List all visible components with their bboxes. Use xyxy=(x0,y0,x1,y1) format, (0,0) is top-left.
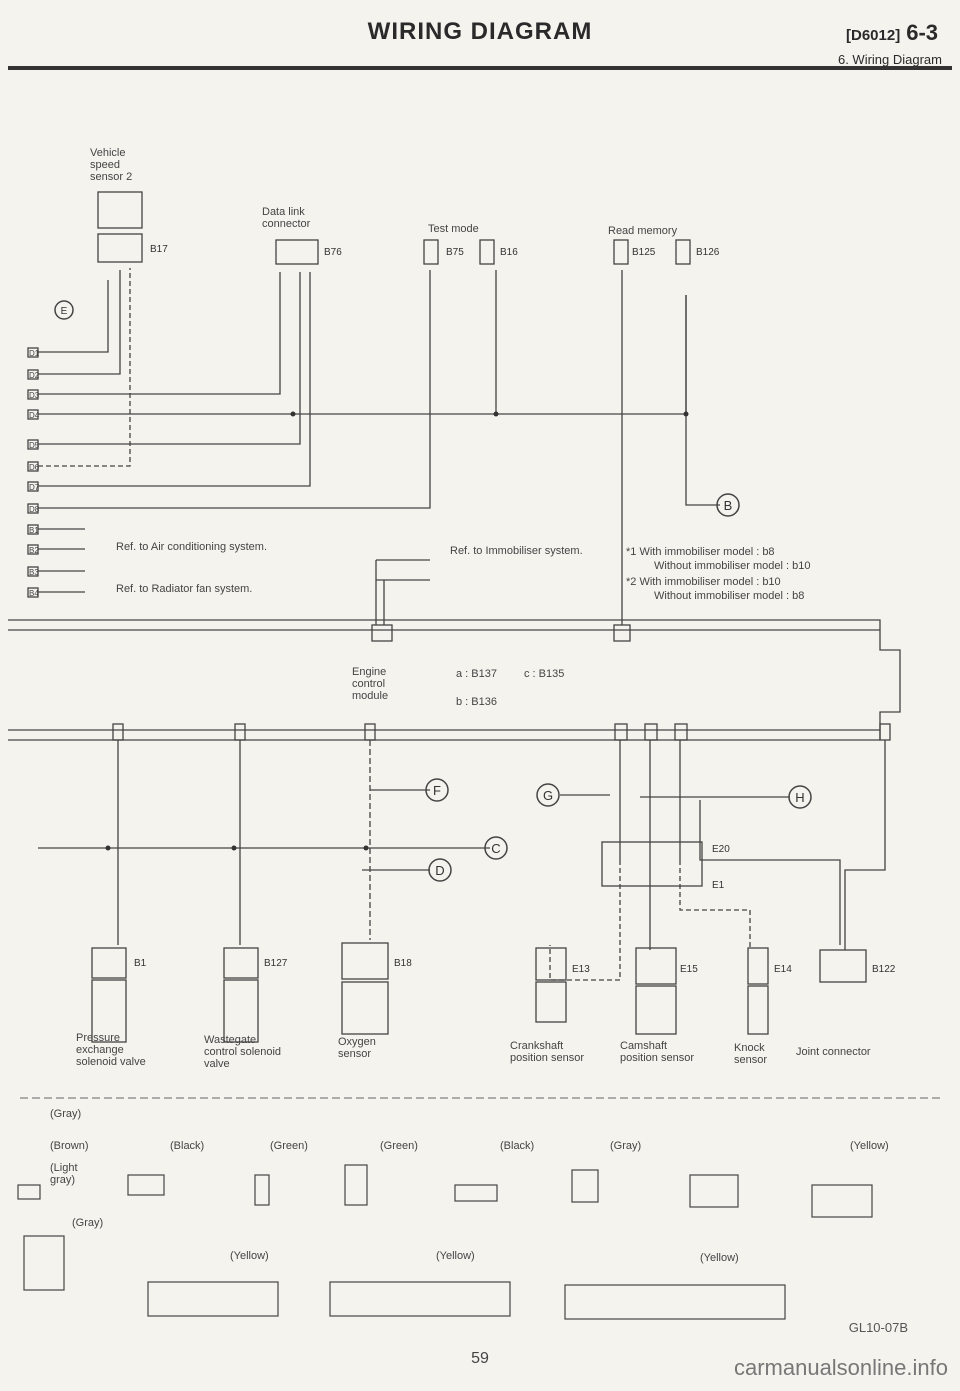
connector-id: E13 xyxy=(572,964,590,975)
connector-id: E20 xyxy=(712,844,730,855)
legend-e16: (Gray) xyxy=(50,1108,82,1120)
bubble-c: C xyxy=(491,841,500,856)
legend-b75: (Green) xyxy=(270,1140,308,1152)
side-terminals xyxy=(27,347,39,598)
side-label: D6 xyxy=(29,463,40,472)
bubble-e: E xyxy=(61,306,68,317)
connector-id: B125 xyxy=(632,247,656,258)
side-label: D8 xyxy=(29,505,40,514)
side-label: D1 xyxy=(29,349,40,358)
legend-b136: (Yellow) xyxy=(436,1250,475,1262)
legend-b17: (Black) xyxy=(500,1140,535,1152)
test-mode-label: Test mode xyxy=(428,223,479,235)
pressure-valve-label: Pressure exchange solenoid valve xyxy=(76,1032,146,1068)
page-title: WIRING DIAGRAM xyxy=(367,18,593,45)
section-code: [D6012] 6-3 xyxy=(846,20,938,46)
bubble-b: B xyxy=(724,498,733,513)
ecm-label: Engine control module xyxy=(352,666,389,702)
page-number: 59 xyxy=(471,1350,489,1367)
camshaft-sensor-label: Camshaft position sensor xyxy=(620,1040,694,1064)
note-2a: *2 With immobiliser model : b10 xyxy=(626,576,781,588)
note-1b: Without immobiliser model : b10 xyxy=(654,560,811,572)
connector-id: B126 xyxy=(696,247,720,258)
side-label: B1 xyxy=(29,526,39,535)
section-number: 6-3 xyxy=(906,20,938,45)
side-label: D5 xyxy=(29,441,40,450)
header-rule xyxy=(8,66,952,70)
side-label: D3 xyxy=(29,391,40,400)
knock-sensor-label: Knock sensor xyxy=(734,1042,768,1066)
connector-id: B17 xyxy=(150,244,168,255)
bubble-d: D xyxy=(435,863,444,878)
side-label: B4 xyxy=(29,589,39,598)
doc-code: [D6012] xyxy=(846,27,901,44)
connector-id: E14 xyxy=(774,964,792,975)
oxygen-sensor-label: Oxygen sensor xyxy=(338,1036,376,1060)
connector-id: B127 xyxy=(264,958,288,969)
connector-id: B122 xyxy=(872,964,896,975)
read-memory-label: Read memory xyxy=(608,225,678,237)
connector-id: E15 xyxy=(680,964,698,975)
legend-b127: (Black) xyxy=(170,1140,205,1152)
legend-b18: (Gray) xyxy=(610,1140,642,1152)
vehicle-speed-sensor-label: Vehicle speed sensor 2 xyxy=(90,147,133,183)
crankshaft-sensor-label: Crankshaft position sensor xyxy=(510,1040,584,1064)
legend-b76: (Green) xyxy=(380,1140,418,1152)
section-subtitle: 6. Wiring Diagram xyxy=(837,52,942,67)
ecm-connector-a: a : B137 xyxy=(456,668,497,680)
legend-b135: (Yellow) xyxy=(230,1250,269,1262)
bubble-h: H xyxy=(795,790,804,805)
legend-e15: (Light gray) xyxy=(50,1162,78,1186)
legend-b137: (Yellow) xyxy=(700,1252,739,1264)
connector-id: B76 xyxy=(324,247,342,258)
legend-b1: (Brown) xyxy=(50,1140,89,1152)
joint-connector-label: Joint connector xyxy=(796,1046,871,1058)
bubble-g: G xyxy=(543,788,553,803)
side-label: D2 xyxy=(29,371,40,380)
side-label: B3 xyxy=(29,568,39,577)
ref-immobiliser: Ref. to Immobiliser system. xyxy=(450,545,583,557)
watermark-site: carmanualsonline.info xyxy=(733,1355,948,1380)
data-link-connector-label: Data link connector xyxy=(262,206,311,230)
note-1a: *1 With immobiliser model : b8 xyxy=(626,546,775,558)
ref-air-conditioning: Ref. to Air conditioning system. xyxy=(116,541,268,553)
legend-b139: (Yellow) xyxy=(850,1140,889,1152)
side-label: B2 xyxy=(29,546,39,555)
ecm-connector-c: c : B135 xyxy=(524,668,565,680)
wastegate-label: Wastegate control solenoid valve xyxy=(204,1034,282,1070)
connector-id: B75 xyxy=(446,247,464,258)
ecm-connector-b: b : B136 xyxy=(456,696,497,708)
legend-connector-shapes xyxy=(17,1164,873,1320)
connector-id: B1 xyxy=(134,958,147,969)
connector-id: B16 xyxy=(500,247,518,258)
side-label: D7 xyxy=(29,483,40,492)
note-2b: Without immobiliser model : b8 xyxy=(654,590,805,602)
connector-id: E1 xyxy=(712,880,725,891)
connector-id: B18 xyxy=(394,958,412,969)
ref-radiator-fan: Ref. to Radiator fan system. xyxy=(116,583,253,595)
figure-code: GL10-07B xyxy=(848,1320,908,1335)
bubble-f: F xyxy=(433,783,441,798)
side-label: D4 xyxy=(29,411,40,420)
legend-e1: (Gray) xyxy=(72,1217,104,1229)
